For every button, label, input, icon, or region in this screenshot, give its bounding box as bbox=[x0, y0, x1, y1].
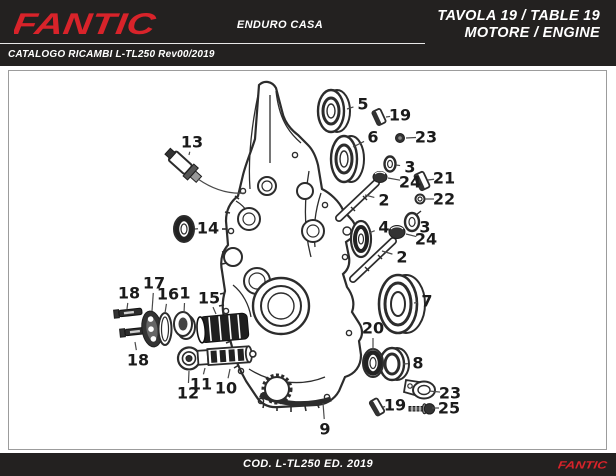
callout-leader-16 bbox=[164, 303, 168, 314]
callout-leader-13 bbox=[188, 151, 191, 156]
callout-leader-2 bbox=[364, 194, 375, 199]
part-nut-23-upper bbox=[395, 133, 405, 143]
part-bolt-25 bbox=[408, 403, 436, 415]
callout-leader-24 bbox=[387, 177, 401, 181]
part-ring-3-upper bbox=[383, 155, 397, 173]
callout-leader-17 bbox=[151, 292, 154, 312]
part-ring-3-lower bbox=[403, 210, 422, 233]
part-sensor-13 bbox=[164, 147, 246, 194]
part-filter-15 bbox=[196, 312, 250, 344]
part-washer-22 bbox=[414, 193, 426, 205]
callout-label-24: 24 bbox=[415, 230, 437, 249]
part-key-21 bbox=[413, 170, 431, 192]
callout-label-23: 23 bbox=[415, 128, 437, 147]
part-shaft-2-lower bbox=[349, 237, 397, 283]
gear-detail bbox=[264, 376, 290, 402]
callout-leader-2 bbox=[381, 250, 393, 255]
callout-label-21: 21 bbox=[433, 169, 455, 188]
header-divider bbox=[0, 43, 425, 44]
callout-label-15: 15 bbox=[198, 289, 220, 308]
part-retainer-17 bbox=[141, 310, 163, 348]
part-shaft-2-upper bbox=[335, 179, 380, 222]
callout-label-19: 19 bbox=[389, 106, 411, 125]
table-title: TAVOLA 19 / TABLE 19 MOTORE / ENGINE bbox=[437, 8, 600, 42]
callout-leader-1 bbox=[183, 302, 186, 314]
callout-label-2: 2 bbox=[396, 248, 407, 267]
callout-leader-11 bbox=[202, 367, 206, 375]
callout-label-17: 17 bbox=[143, 274, 165, 293]
part-bearing-5 bbox=[316, 88, 351, 134]
callout-label-24: 24 bbox=[399, 173, 421, 192]
callout-label-8: 8 bbox=[412, 354, 423, 373]
callout-label-20: 20 bbox=[362, 319, 384, 338]
callout-leader-15 bbox=[212, 306, 217, 315]
part-shaft-assembly-10-11-12 bbox=[176, 345, 257, 371]
callout-label-18: 18 bbox=[118, 284, 140, 303]
exploded-diagram: 5196233242122243242720823192591314181716… bbox=[113, 80, 461, 439]
fantic-logo-small: FANTIC bbox=[558, 460, 608, 471]
callout-label-3: 3 bbox=[419, 218, 430, 237]
fantic-logo: FANTIC bbox=[14, 8, 159, 41]
catalog-line: CATALOGO RICAMBI L-TL250 Rev00/2019 bbox=[8, 49, 215, 60]
page-footer: COD. L-TL250 ED. 2019 FANTIC bbox=[0, 453, 616, 476]
callout-leader-6 bbox=[352, 140, 365, 148]
part-cap-24-upper bbox=[372, 171, 388, 183]
callout-leader-10 bbox=[227, 368, 231, 379]
part-seal-20 bbox=[362, 348, 384, 378]
callout-label-9: 9 bbox=[319, 420, 330, 439]
part-cap-24-lower bbox=[388, 225, 406, 239]
part-bearing-4 bbox=[349, 219, 373, 259]
callout-leader-5 bbox=[346, 106, 354, 110]
callout-leader-19 bbox=[385, 115, 391, 118]
callout-label-23: 23 bbox=[439, 384, 461, 403]
crankcase-drawing bbox=[218, 80, 364, 412]
callout-label-14: 14 bbox=[197, 219, 219, 238]
callout-label-3: 3 bbox=[404, 158, 415, 177]
model-title: ENDURO CASA bbox=[236, 19, 324, 31]
callout-leader-23 bbox=[428, 390, 441, 393]
callout-leader-9 bbox=[322, 402, 325, 420]
callout-label-7: 7 bbox=[421, 292, 432, 311]
callout-label-5: 5 bbox=[357, 95, 368, 114]
callout-leader-23 bbox=[405, 136, 417, 139]
part-key-19-upper bbox=[371, 108, 387, 126]
callout-label-16: 16 bbox=[157, 285, 179, 304]
callout-label-25: 25 bbox=[438, 399, 460, 418]
part-key-19-lower bbox=[368, 397, 386, 417]
table-title-line2: MOTORE / ENGINE bbox=[464, 25, 600, 41]
part-plug-1 bbox=[173, 311, 196, 340]
callout-label-10: 10 bbox=[215, 379, 237, 398]
fantic-logo-small-text: FANTIC bbox=[558, 460, 608, 471]
part-bearing-7 bbox=[377, 273, 426, 335]
part-bearing-6 bbox=[329, 134, 365, 184]
part-bracket-23-lower bbox=[402, 378, 436, 400]
callout-label-22: 22 bbox=[433, 190, 455, 209]
fantic-logo-text: FANTIC bbox=[14, 8, 159, 41]
callout-leader-24 bbox=[405, 233, 417, 238]
part-bolt-18-upper bbox=[113, 307, 143, 319]
part-gasket-16 bbox=[157, 312, 173, 346]
callout-label-12: 12 bbox=[177, 384, 199, 403]
callout-label-18: 18 bbox=[127, 351, 149, 370]
callout-leader-18 bbox=[126, 302, 129, 310]
callout-leader-12 bbox=[187, 370, 190, 384]
callout-label-2: 2 bbox=[378, 191, 389, 210]
page-header: FANTIC ENDURO CASA TAVOLA 19 / TABLE 19 … bbox=[0, 0, 616, 66]
footer-code: COD. L-TL250 ED. 2019 bbox=[242, 458, 374, 470]
callout-label-11: 11 bbox=[190, 375, 212, 394]
callout-label-1: 1 bbox=[179, 284, 190, 303]
table-title-line1: TAVOLA 19 / TABLE 19 bbox=[437, 8, 600, 24]
callout-leader-18 bbox=[134, 341, 137, 351]
callout-label-6: 6 bbox=[367, 128, 378, 147]
part-oil-seal-14 bbox=[173, 215, 195, 243]
callout-label-4: 4 bbox=[378, 218, 389, 237]
callout-label-13: 13 bbox=[181, 133, 203, 152]
callout-leader-3 bbox=[395, 164, 401, 167]
callout-label-19: 19 bbox=[384, 396, 406, 415]
callout-leader-4 bbox=[368, 230, 375, 234]
callout-leader-21 bbox=[427, 178, 435, 181]
